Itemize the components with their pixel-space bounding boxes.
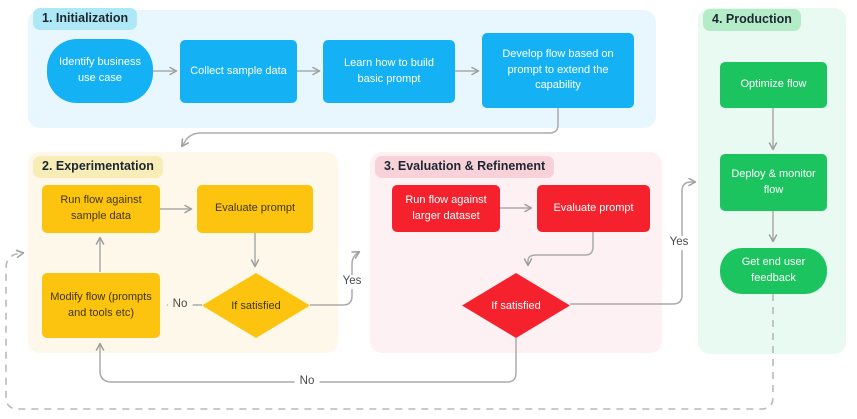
node-deploy-monitor-flow: Deploy & monitor flow xyxy=(720,154,827,211)
section-badge-evaluation-refinement: 3. Evaluation & Refinement xyxy=(375,156,555,178)
node-identify-business-use-case: Identify business use case xyxy=(47,39,153,103)
section-badge-experimentation: 2. Experimentation xyxy=(33,156,163,178)
edge-label-no-experimentation: No xyxy=(167,298,193,312)
node-get-end-user-feedback: Get end user feedback xyxy=(720,248,827,294)
node-optimize-flow: Optimize flow xyxy=(720,62,827,108)
node-develop-flow: Develop flow based on prompt to extend t… xyxy=(482,33,634,108)
node-evaluate-prompt-experimentation: Evaluate prompt xyxy=(197,185,313,233)
section-badge-production: 4. Production xyxy=(703,9,801,31)
edge-label-no-evaluation: No xyxy=(294,375,320,389)
node-modify-flow: Modify flow (prompts and tools etc) xyxy=(42,273,160,338)
node-collect-sample-data: Collect sample data xyxy=(180,40,297,103)
node-run-flow-sample-data: Run flow against sample data xyxy=(42,185,160,233)
edge-label-yes-evaluation: Yes xyxy=(664,236,694,250)
node-learn-basic-prompt: Learn how to build basic prompt xyxy=(323,40,455,103)
edge-label-yes-experimentation: Yes xyxy=(337,275,367,289)
section-badge-initialization: 1. Initialization xyxy=(33,8,138,30)
node-evaluate-prompt-evaluation: Evaluate prompt xyxy=(537,185,650,232)
node-run-flow-larger-dataset: Run flow against larger dataset xyxy=(392,185,500,232)
